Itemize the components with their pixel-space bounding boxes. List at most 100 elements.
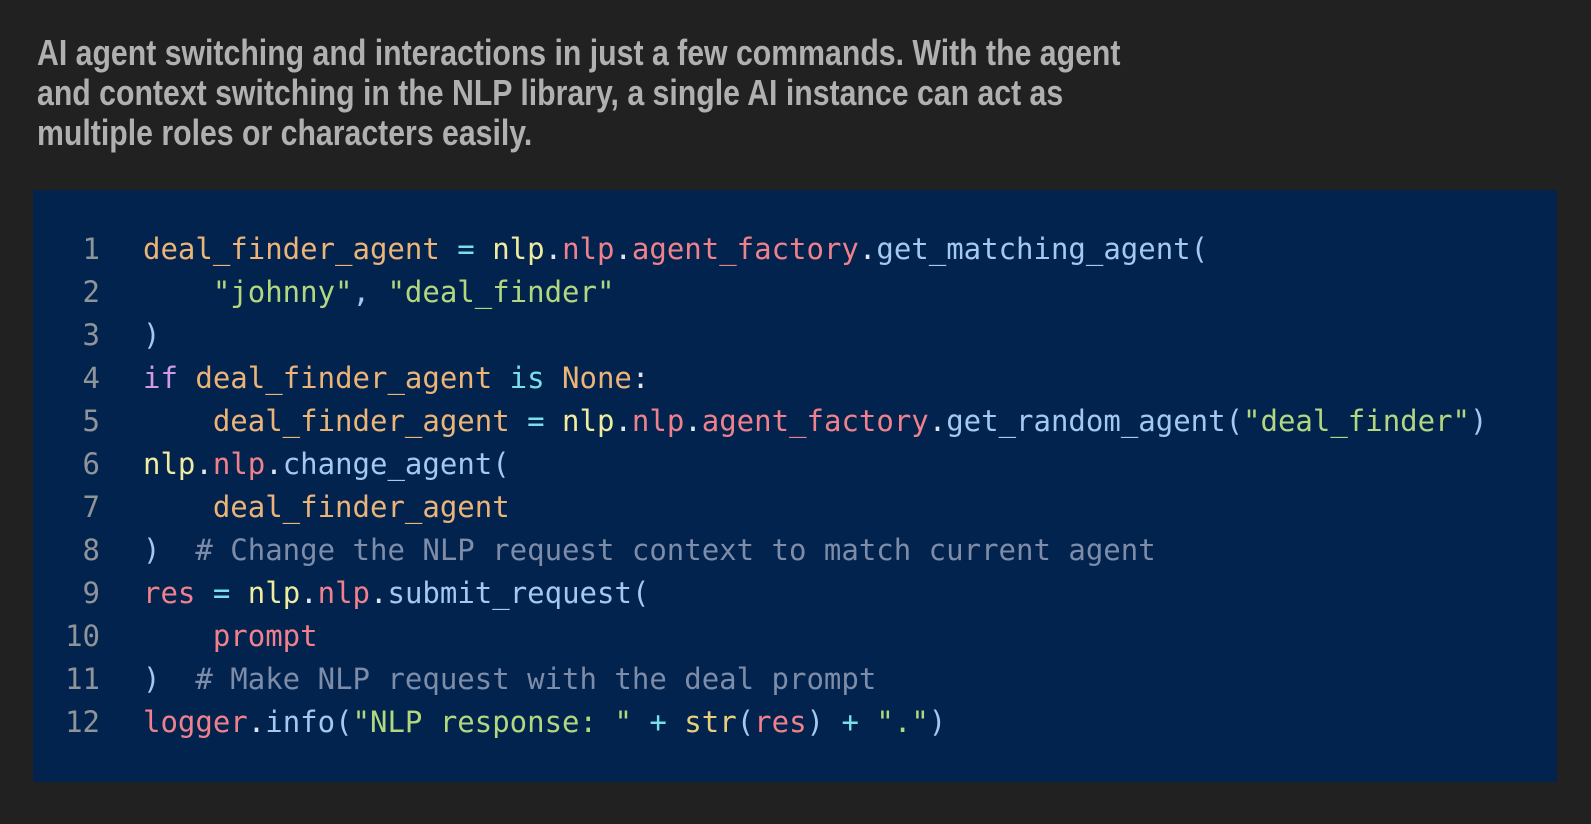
code-token-paren: (: [736, 705, 755, 739]
line-content: ) # Change the NLP request context to ma…: [143, 529, 1156, 572]
code-token-punct: .: [544, 232, 563, 266]
code-token-str: "NLP response: ": [352, 705, 632, 739]
code-line: 10 prompt: [33, 615, 1557, 658]
code-token-punct: .: [684, 404, 702, 438]
code-token-punct: .: [195, 447, 213, 481]
code-token-plain: [178, 361, 195, 395]
code-token-paren: ): [1470, 404, 1488, 438]
line-number: 2: [82, 275, 100, 309]
code-token-plain: [143, 275, 213, 309]
code-token-punct: .: [300, 576, 318, 610]
line-content: ): [143, 314, 160, 357]
code-token-attr: agent_factory: [701, 404, 929, 438]
code-token-module: nlp: [247, 576, 301, 610]
code-token-paren: ,: [352, 275, 388, 309]
code-token-var: None: [562, 361, 632, 395]
line-number: 8: [82, 533, 100, 567]
code-token-attr: res: [143, 576, 196, 610]
code-token-plain: [143, 404, 213, 438]
code-token-attr: nlp: [317, 576, 371, 610]
code-token-op: +: [631, 705, 685, 739]
code-token-comment: # Change the NLP request context to matc…: [160, 533, 1156, 567]
line-number: 9: [82, 576, 100, 610]
line-number: 11: [65, 662, 100, 696]
code-token-op: =: [195, 576, 248, 610]
caption-line-2: and context switching in the NLP library…: [37, 72, 1064, 113]
code-token-op: =: [509, 404, 563, 438]
code-token-var: deal_finder_agent: [195, 361, 493, 395]
code-token-func: get_random_agent: [946, 404, 1226, 438]
line-content: logger.info("NLP response: " + str(res) …: [143, 701, 946, 744]
code-token-punct: .: [928, 404, 947, 438]
code-token-str: "deal_finder": [387, 275, 615, 309]
code-token-op: +: [824, 705, 877, 739]
code-token-punct: .: [247, 705, 266, 739]
line-content: deal_finder_agent = nlp.nlp.agent_factor…: [143, 400, 1488, 443]
code-token-func: change_agent: [282, 447, 493, 481]
code-token-paren: (: [1190, 232, 1209, 266]
line-content: deal_finder_agent = nlp.nlp.agent_factor…: [143, 228, 1208, 271]
code-token-paren: (: [335, 705, 353, 739]
line-content: prompt: [143, 615, 318, 658]
code-token-attr: nlp: [212, 447, 266, 481]
code-token-attr: res: [754, 705, 807, 739]
code-token-attr: nlp: [631, 404, 685, 438]
code-token-attr: logger: [143, 705, 248, 739]
code-line: 11) # Make NLP request with the deal pro…: [33, 658, 1557, 701]
code-token-plain: [143, 619, 213, 653]
code-line: 7 deal_finder_agent: [33, 486, 1557, 529]
line-number: 3: [82, 318, 100, 352]
code-token-module: nlp: [492, 232, 545, 266]
line-content: if deal_finder_agent is None:: [143, 357, 649, 400]
code-token-str: "deal_finder": [1243, 404, 1471, 438]
line-content: nlp.nlp.change_agent(: [143, 443, 510, 486]
code-token-punct: .: [265, 447, 283, 481]
code-token-module: nlp: [562, 404, 615, 438]
line-number: 10: [65, 619, 100, 653]
code-line: 5 deal_finder_agent = nlp.nlp.agent_fact…: [33, 400, 1557, 443]
line-number: 5: [82, 404, 100, 438]
line-number: 1: [82, 232, 100, 266]
code-token-kw: if: [143, 361, 178, 395]
code-token-attr: prompt: [212, 619, 318, 653]
code-line: 8 ) # Change the NLP request context to m…: [33, 529, 1557, 572]
code-token-paren: ): [143, 662, 161, 696]
caption-line-1: AI agent switching and interactions in j…: [37, 32, 1121, 73]
code-token-punct: :: [631, 361, 650, 395]
code-token-punct: .: [614, 404, 632, 438]
line-content: deal_finder_agent: [143, 486, 510, 529]
caption-line-3: multiple roles or characters easily.: [37, 112, 533, 153]
code-token-paren: (: [631, 576, 650, 610]
code-token-paren: (: [492, 447, 510, 481]
code-token-str: ".": [876, 705, 929, 739]
code-token-paren: ): [806, 705, 825, 739]
line-content: res = nlp.nlp.submit_request(: [143, 572, 649, 615]
caption: AI agent switching and interactions in j…: [37, 33, 1120, 153]
line-number: 7: [82, 490, 100, 524]
code-token-paren: ): [143, 318, 161, 352]
code-line: 4 if deal_finder_agent is None:: [33, 357, 1557, 400]
code-token-func: info: [265, 705, 336, 739]
line-number: 12: [65, 705, 100, 739]
code-token-func: get_matching_agent: [876, 232, 1191, 266]
code-line: 1 deal_finder_agent = nlp.nlp.agent_facto…: [33, 228, 1557, 271]
code-token-attr: agent_factory: [631, 232, 859, 266]
line-content: "johnny", "deal_finder": [143, 271, 615, 314]
code-token-attr: nlp: [562, 232, 615, 266]
code-token-func: submit_request: [387, 576, 632, 610]
code-token-punct: .: [858, 232, 877, 266]
code-token-str: "johnny": [212, 275, 353, 309]
line-number: 4: [82, 361, 100, 395]
code-token-op: is: [492, 361, 563, 395]
code-token-punct: .: [614, 232, 632, 266]
code-token-paren: (: [1225, 404, 1244, 438]
code-token-plain: [143, 490, 213, 524]
code-token-var: deal_finder_agent: [212, 490, 510, 524]
code-token-module: nlp: [143, 447, 196, 481]
code-token-punct: .: [370, 576, 388, 610]
line-number: 6: [82, 447, 100, 481]
code-line: 12 logger.info("NLP response: " + str(res…: [33, 701, 1557, 744]
